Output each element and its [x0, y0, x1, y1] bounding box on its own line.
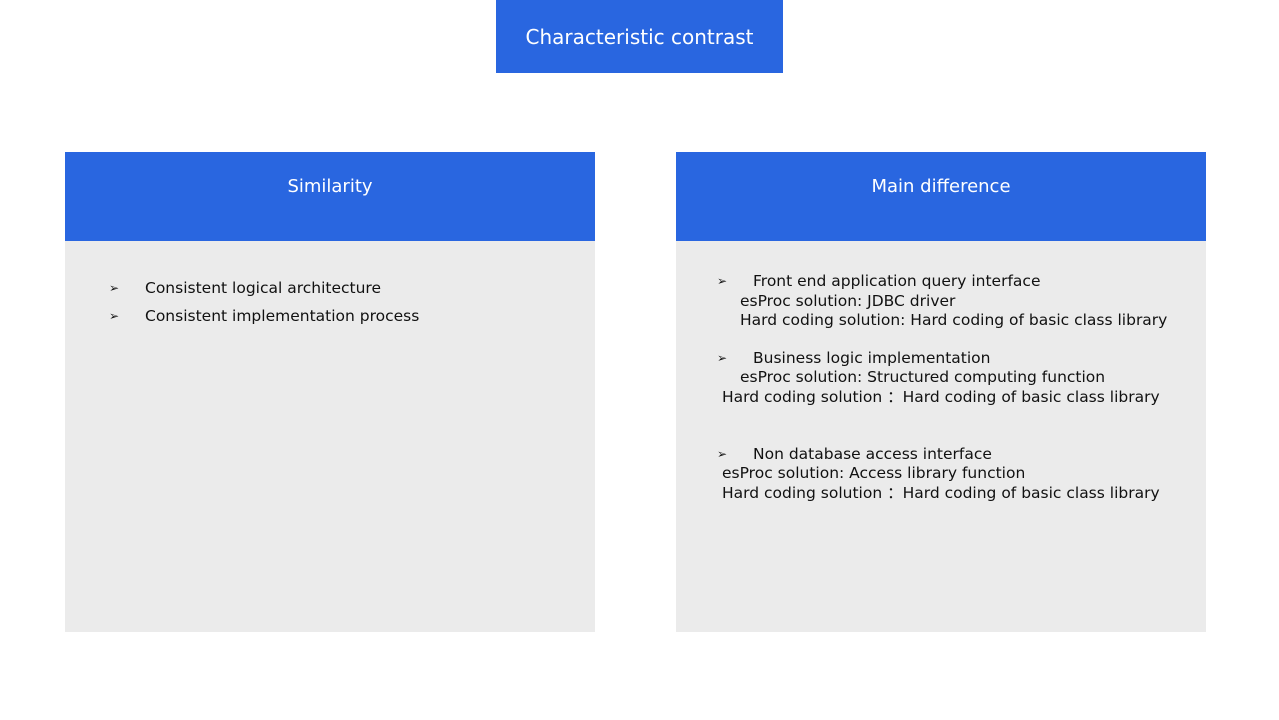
difference-heading: Non database access interface	[753, 445, 992, 463]
arrow-bullet-icon: ➢	[717, 274, 728, 288]
difference-hard: Hard coding solution ：Hard coding of bas…	[722, 388, 1160, 406]
difference-hard: Hard coding solution: Hard coding of bas…	[740, 311, 1168, 329]
arrow-bullet-icon: ➢	[109, 309, 120, 323]
difference-heading: Business logic implementation	[753, 349, 991, 367]
difference-heading: Front end application query interface	[753, 272, 1041, 290]
similarity-header: Similarity	[65, 152, 595, 241]
difference-esproc: esProc solution: Access library function	[722, 464, 1026, 482]
similarity-panel	[65, 241, 595, 632]
difference-hard: Hard coding solution ：Hard coding of bas…	[722, 484, 1160, 502]
slide-title: Characteristic contrast	[496, 0, 783, 73]
difference-panel	[676, 241, 1206, 632]
difference-esproc: esProc solution: Structured computing fu…	[740, 368, 1106, 386]
similarity-item: Consistent implementation process	[145, 307, 420, 325]
difference-header: Main difference	[676, 152, 1206, 241]
difference-esproc: esProc solution: JDBC driver	[740, 292, 956, 310]
arrow-bullet-icon: ➢	[717, 351, 728, 365]
arrow-bullet-icon: ➢	[109, 281, 120, 295]
similarity-item: Consistent logical architecture	[145, 279, 382, 297]
arrow-bullet-icon: ➢	[717, 447, 728, 461]
